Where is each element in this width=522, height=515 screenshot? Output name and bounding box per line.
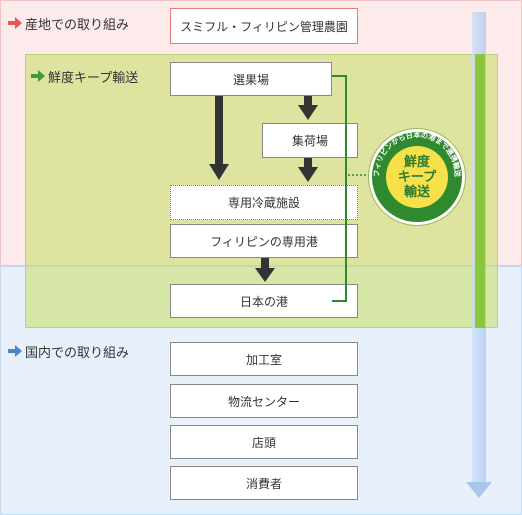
red-arrow-icon: [8, 17, 22, 29]
collection-facility-box: 集荷場: [262, 123, 358, 158]
badge-line-2: キープ: [397, 169, 437, 185]
fresh-section-label: 鮮度キープ輸送: [31, 70, 138, 87]
badge-line-3: 輸送: [403, 184, 430, 200]
arrow-sorting-to-collection: [298, 96, 318, 120]
domestic-section-label: 国内での取り組み: [8, 345, 129, 362]
logistics-center-box: 物流センター: [170, 384, 358, 418]
badge-line-1: 鮮度: [403, 154, 430, 170]
green-arrow-icon: [31, 70, 45, 82]
green-progress-bar: [475, 54, 485, 328]
badge-center: 鮮度 キープ 輸送: [386, 146, 448, 208]
japan-port-box: 日本の港: [170, 284, 358, 318]
origin-section-label: 産地での取り組み: [8, 17, 129, 34]
origin-farm-box: スミフル・フィリピン管理農園: [170, 8, 358, 44]
store-front-box: 店頭: [170, 425, 358, 459]
consumer-box: 消費者: [170, 466, 358, 500]
origin-section-text: 産地での取り組み: [25, 18, 130, 33]
sorting-facility-box: 選果場: [170, 62, 332, 96]
blue-arrow-icon: [8, 345, 22, 357]
arrow-sorting-to-cold-storage: [209, 96, 229, 180]
blue-progress-arrowhead: [466, 482, 492, 498]
processing-room-box: 加工室: [170, 342, 358, 376]
philippine-port-box: フィリピンの専用港: [170, 224, 358, 258]
fresh-transport-bracket: [332, 75, 347, 302]
fresh-section-text: 鮮度キープ輸送: [48, 71, 139, 86]
fresh-transport-badge: フィリピンから日本の港まで連携輸送 鮮度 キープ 輸送: [369, 129, 465, 225]
cold-storage-box: 専用冷蔵施設: [170, 185, 358, 220]
domestic-section-text: 国内での取り組み: [25, 346, 130, 361]
arrow-ph-port-to-jp-port: [255, 258, 275, 282]
arrow-collection-to-cold-storage: [298, 158, 318, 182]
